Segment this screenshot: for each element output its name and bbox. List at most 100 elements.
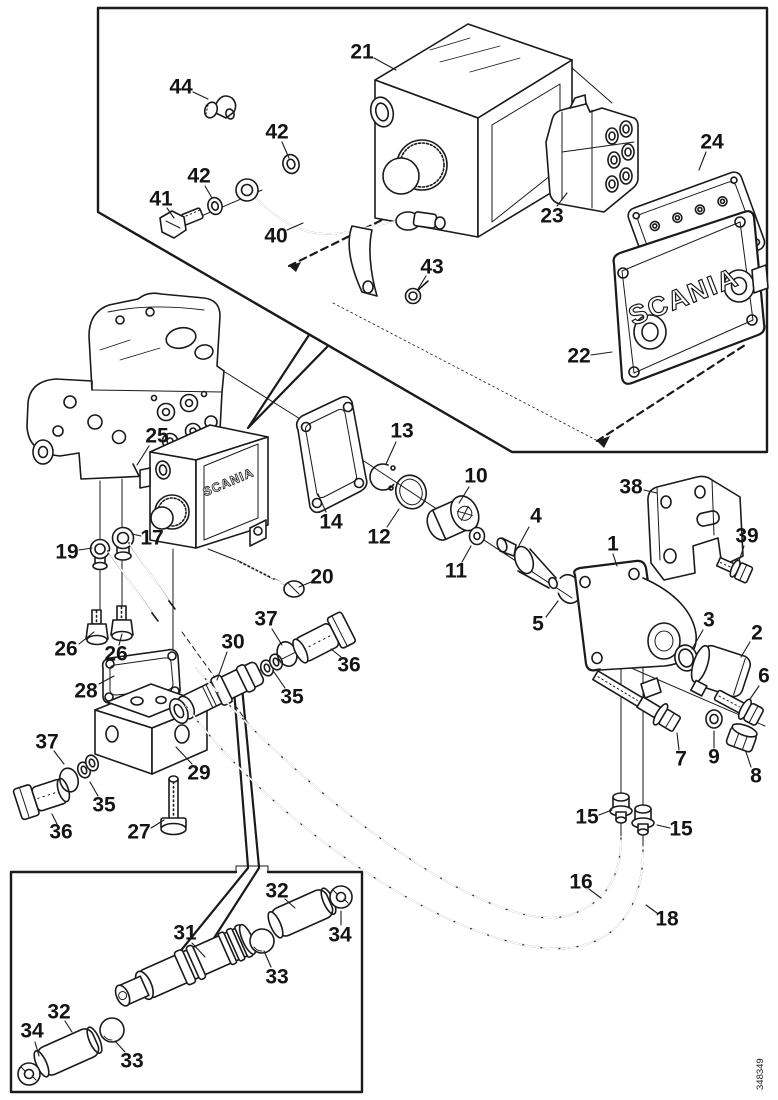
callout-leader-42 bbox=[204, 185, 213, 199]
guide-pins bbox=[107, 542, 176, 622]
callout-leader-6 bbox=[749, 685, 760, 700]
part-20-bolt bbox=[237, 560, 305, 598]
callout-18: 18 bbox=[655, 908, 679, 931]
callout-4: 4 bbox=[530, 505, 542, 528]
callout-leader-18 bbox=[645, 904, 658, 914]
part-34-washer-upper bbox=[329, 885, 353, 909]
callout-5: 5 bbox=[532, 613, 544, 636]
part-26-bolts bbox=[85, 605, 134, 646]
callout-14: 14 bbox=[319, 511, 343, 534]
callout-10: 10 bbox=[464, 465, 487, 488]
part-30-valve-spool bbox=[168, 661, 265, 725]
part-13-snap-ring bbox=[369, 463, 397, 491]
callout-21: 21 bbox=[350, 41, 374, 64]
part-6-bolt bbox=[713, 689, 764, 726]
part-9-washer bbox=[705, 709, 723, 729]
callout-39: 39 bbox=[735, 525, 758, 548]
callout-leader-32 bbox=[284, 898, 296, 909]
callout-leader-31 bbox=[191, 942, 206, 958]
callout-leader-35 bbox=[273, 671, 286, 689]
part-15-fittings bbox=[609, 792, 655, 836]
callout-leader-34 bbox=[34, 1041, 40, 1057]
callout-35: 35 bbox=[280, 686, 304, 709]
callout-8: 8 bbox=[750, 765, 762, 788]
callout-leader-14 bbox=[317, 493, 327, 513]
callout-1: 1 bbox=[607, 533, 619, 556]
callout-32: 32 bbox=[265, 880, 288, 903]
callout-23: 23 bbox=[540, 205, 563, 228]
callout-9: 9 bbox=[708, 746, 720, 769]
callout-leader-24 bbox=[698, 151, 707, 171]
callout-leader-23 bbox=[556, 192, 568, 207]
part-32-spring-lower bbox=[33, 1026, 103, 1078]
callout-leader-12 bbox=[386, 508, 400, 528]
callout-26: 26 bbox=[54, 638, 77, 661]
callout-leader-22 bbox=[590, 351, 613, 356]
part-21-control-unit-box bbox=[369, 23, 573, 238]
callout-leader-7 bbox=[676, 732, 680, 751]
callout-leader-21 bbox=[373, 57, 397, 71]
callout-40: 40 bbox=[264, 225, 287, 248]
callout-leader-36 bbox=[330, 648, 342, 658]
part-33-ball-lower bbox=[99, 1017, 125, 1043]
part-8-plug bbox=[725, 723, 758, 753]
drawing-number: 348349 bbox=[755, 1058, 766, 1090]
callout-leader-8 bbox=[745, 751, 752, 768]
callout-35: 35 bbox=[92, 794, 116, 817]
callout-leader-16 bbox=[588, 888, 602, 899]
callout-32: 32 bbox=[47, 1001, 70, 1024]
callout-leader-10 bbox=[458, 486, 470, 504]
detail-frame-inset bbox=[9, 865, 364, 1094]
part-12-o-ring bbox=[394, 474, 428, 510]
callout-leader-15 bbox=[598, 809, 613, 816]
part-43-bolt bbox=[404, 280, 429, 305]
callout-leader-29 bbox=[175, 746, 193, 765]
part-23-connector bbox=[545, 94, 639, 213]
callout-13: 13 bbox=[390, 420, 413, 443]
callout-33: 33 bbox=[120, 1050, 143, 1073]
callout-leader-25 bbox=[136, 445, 150, 466]
callout-leader-30 bbox=[216, 651, 228, 681]
callout-leader-17 bbox=[131, 533, 142, 537]
callout-leader-20 bbox=[298, 581, 312, 588]
callout-42: 42 bbox=[187, 165, 210, 188]
part-10-piston bbox=[426, 495, 480, 541]
part-42-seal-washers bbox=[207, 153, 300, 216]
callout-leader-32 bbox=[64, 1020, 73, 1033]
callout-27: 27 bbox=[127, 821, 150, 844]
callout-44: 44 bbox=[169, 76, 193, 99]
callout-26: 26 bbox=[104, 643, 127, 666]
part-38-bracket bbox=[647, 475, 744, 581]
callout-33: 33 bbox=[265, 966, 288, 989]
callout-leader-36 bbox=[51, 813, 58, 825]
callout-41: 41 bbox=[149, 188, 173, 211]
callouts-layer: 1234567891011121314151516171819202122232… bbox=[20, 41, 770, 1073]
callout-11: 11 bbox=[445, 560, 468, 583]
part-22-cover-plate: SCANIA bbox=[612, 210, 769, 385]
callout-leader-37 bbox=[271, 628, 283, 646]
callout-leader-11 bbox=[461, 545, 472, 563]
callout-15: 15 bbox=[669, 818, 693, 841]
part-36-plug-center bbox=[292, 611, 356, 664]
callout-20: 20 bbox=[310, 566, 333, 589]
callout-3: 3 bbox=[703, 609, 715, 632]
callout-22: 22 bbox=[567, 345, 590, 368]
locator-dashed-arrows bbox=[287, 215, 747, 448]
callout-19: 19 bbox=[55, 541, 78, 564]
callout-25: 25 bbox=[145, 425, 169, 448]
part-34-washer-lower bbox=[17, 1062, 41, 1086]
callout-34: 34 bbox=[328, 924, 352, 947]
callout-leader-3 bbox=[691, 629, 704, 650]
callout-leader-2 bbox=[740, 641, 751, 658]
callout-16: 16 bbox=[569, 871, 592, 894]
callout-24: 24 bbox=[700, 131, 724, 154]
callout-leader-19 bbox=[78, 547, 93, 551]
callout-37: 37 bbox=[254, 608, 277, 631]
part-27-bolt bbox=[160, 775, 187, 836]
part-25-pin bbox=[132, 463, 140, 477]
callout-leader-1 bbox=[612, 553, 618, 567]
part-11-washer bbox=[468, 526, 486, 546]
part-2-cap bbox=[690, 644, 752, 698]
callout-leader-33 bbox=[114, 1040, 126, 1053]
